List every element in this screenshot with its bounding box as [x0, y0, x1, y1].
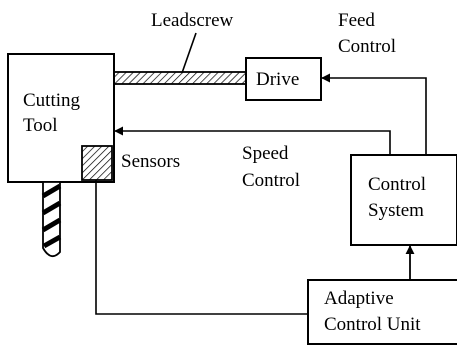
adaptive-control-unit-box — [307, 279, 457, 345]
adaptive-control-label-line2: Control Unit — [324, 314, 421, 335]
feed-control-label-line2: Control — [338, 36, 396, 57]
speed-control-label-line1: Speed — [242, 143, 289, 164]
control-system-box — [350, 154, 457, 246]
sensors-block — [81, 145, 113, 181]
drive-box — [245, 57, 322, 101]
leadscrew-pointer — [181, 32, 197, 74]
adaptive-control-label-line1: Adaptive — [324, 288, 394, 309]
feed-control-connector — [321, 73, 427, 155]
control-system-label-line1: Control — [368, 174, 426, 195]
cutting-tool-label-line1: Cutting — [23, 90, 81, 111]
speed-control-connector — [114, 126, 391, 155]
sensor-feedback-connector — [95, 180, 308, 315]
cutting-tool-label-line2: Tool — [23, 115, 58, 136]
speed-control-label-line2: Control — [242, 170, 300, 191]
end-mill-icon — [41, 181, 62, 258]
leadscrew-bar — [113, 71, 247, 85]
control-system-label-line2: System — [368, 200, 424, 221]
sensors-label: Sensors — [121, 151, 180, 172]
leadscrew-label: Leadscrew — [151, 10, 234, 31]
drive-label: Drive — [256, 69, 299, 90]
feed-control-label-line1: Feed — [338, 10, 375, 31]
